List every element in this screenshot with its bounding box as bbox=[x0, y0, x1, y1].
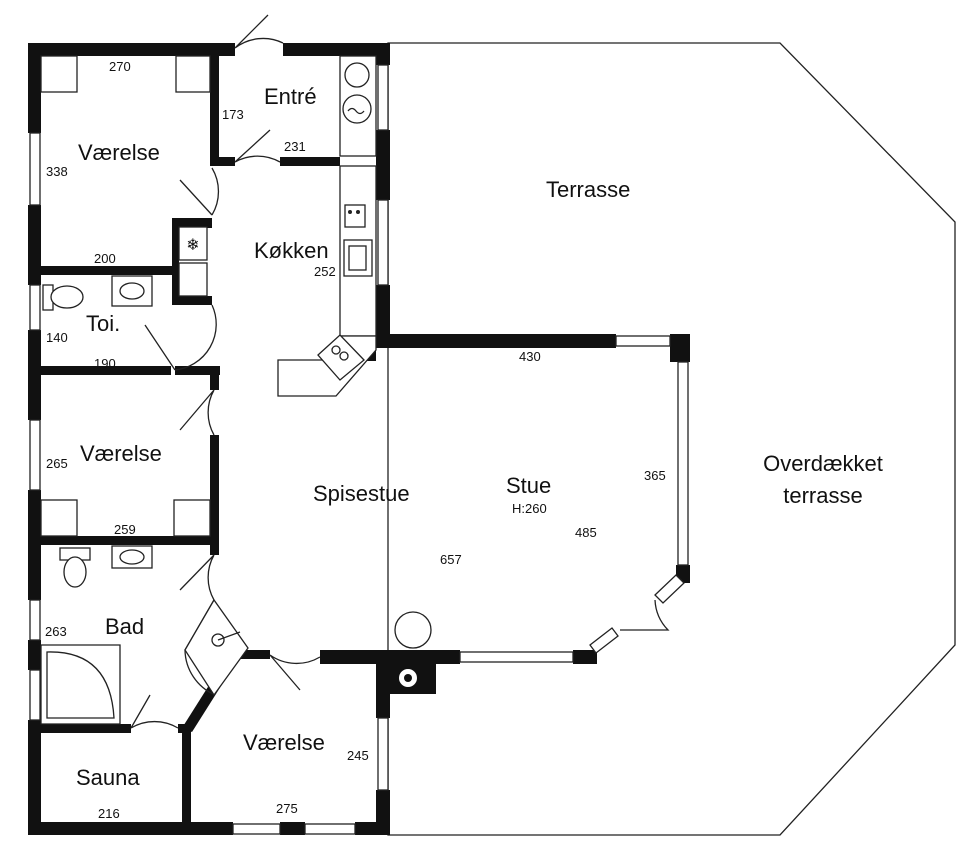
dimension-labels: 270 338 200 173 231 252 140 190 265 259 … bbox=[45, 59, 666, 821]
dishwasher-icon bbox=[344, 204, 366, 228]
room-bedroom-top: Værelse bbox=[78, 140, 160, 165]
room-bedroom-mid: Værelse bbox=[80, 441, 162, 466]
bathtub-icon bbox=[40, 644, 121, 725]
room-terrace: Terrasse bbox=[546, 177, 630, 202]
room-sauna: Sauna bbox=[76, 765, 140, 790]
dim-label: 263 bbox=[45, 624, 67, 639]
room-covered-terrace-line1: Overdækket bbox=[763, 451, 883, 476]
dim-label: 190 bbox=[94, 356, 116, 371]
shower-icon bbox=[184, 598, 249, 697]
terrace-outline bbox=[387, 42, 956, 836]
dim-label: 430 bbox=[519, 349, 541, 364]
round-table-icon bbox=[394, 611, 432, 649]
room-toilet: Toi. bbox=[86, 311, 120, 336]
room-bedroom-bottom: Værelse bbox=[243, 730, 325, 755]
dim-label: 485 bbox=[575, 525, 597, 540]
wardrobe-icon bbox=[40, 55, 211, 537]
toilet-icon bbox=[42, 284, 91, 588]
dim-label: 231 bbox=[284, 139, 306, 154]
dim-label: 173 bbox=[222, 107, 244, 122]
room-living: Stue bbox=[506, 473, 551, 498]
dim-label: 338 bbox=[46, 164, 68, 179]
room-dining: Spisestue bbox=[313, 481, 410, 506]
room-labels: Værelse Entré Køkken Toi. Værelse Spises… bbox=[76, 84, 883, 790]
room-bath: Bad bbox=[105, 614, 144, 639]
snowflake-icon: ❄ bbox=[178, 226, 208, 297]
dim-label: 216 bbox=[98, 806, 120, 821]
dim-label: 657 bbox=[440, 552, 462, 567]
dim-label: 140 bbox=[46, 330, 68, 345]
dim-label: 275 bbox=[276, 801, 298, 816]
dim-label: 265 bbox=[46, 456, 68, 471]
living-height: H:260 bbox=[512, 501, 547, 516]
svg-text:❄: ❄ bbox=[186, 235, 199, 254]
room-kitchen: Køkken bbox=[254, 238, 329, 263]
hob-icon bbox=[317, 334, 365, 381]
fireplace-icon bbox=[390, 664, 436, 694]
dim-label: 245 bbox=[347, 748, 369, 763]
washbasin-icon bbox=[111, 275, 153, 569]
dim-label: 365 bbox=[644, 468, 666, 483]
dim-label: 270 bbox=[109, 59, 131, 74]
room-entry: Entré bbox=[264, 84, 317, 109]
stove-icon bbox=[342, 62, 372, 124]
dim-label: 200 bbox=[94, 251, 116, 266]
sink-icon bbox=[343, 239, 373, 277]
exterior-walls bbox=[28, 43, 690, 835]
windows bbox=[29, 64, 689, 835]
doors bbox=[130, 14, 670, 729]
room-covered-terrace-line2: terrasse bbox=[783, 483, 862, 508]
dim-label: 259 bbox=[114, 522, 136, 537]
dim-label: 252 bbox=[314, 264, 336, 279]
